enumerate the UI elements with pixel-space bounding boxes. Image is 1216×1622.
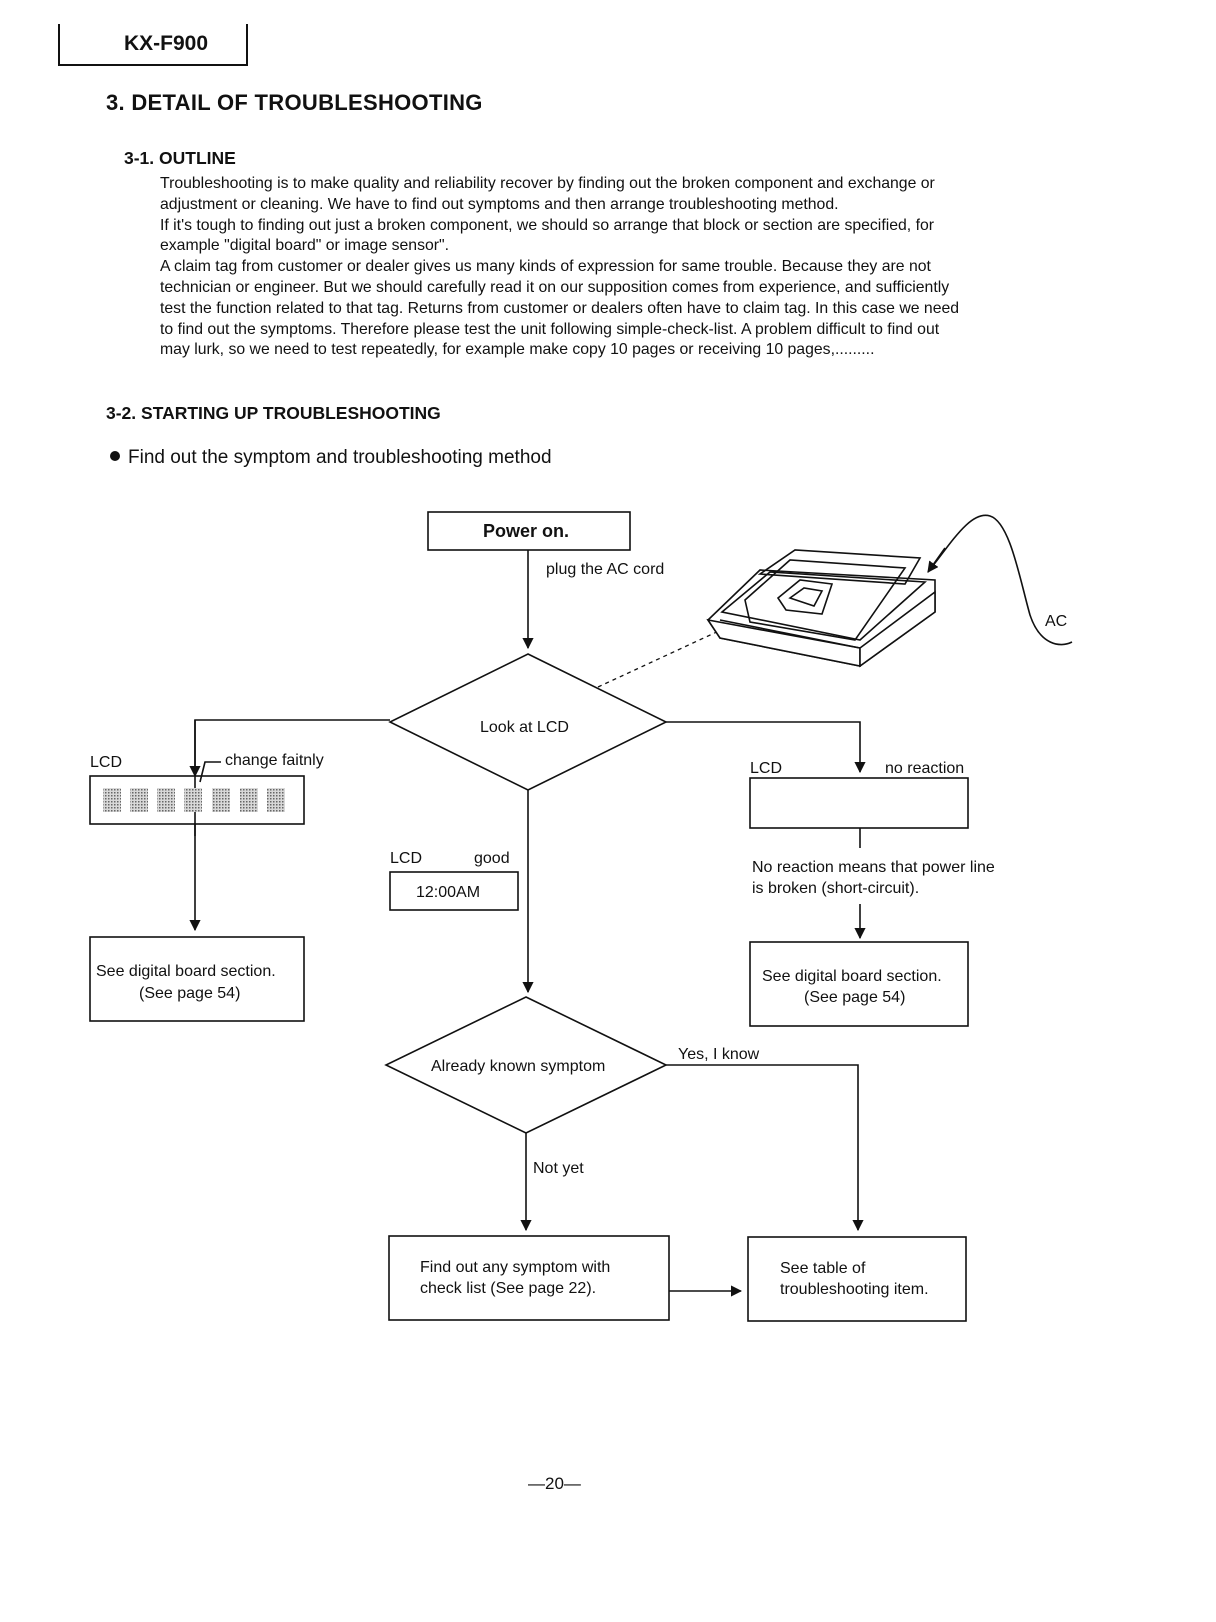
right-lcd-display bbox=[749, 777, 969, 829]
middle-lcd-value: 12:00AM bbox=[416, 884, 480, 901]
not-yet-label: Not yet bbox=[533, 1160, 584, 1177]
model-number: KX-F900 bbox=[124, 32, 209, 55]
right-note-line1: No reaction means that power line bbox=[752, 859, 995, 876]
startup-bullet: Find out the symptom and troubleshooting… bbox=[110, 447, 552, 469]
left-result-line2: (See page 54) bbox=[139, 985, 240, 1002]
right-lcd-label: LCD bbox=[750, 760, 782, 777]
look-lcd-label: Look at LCD bbox=[480, 719, 569, 736]
yes-know-label: Yes, I know bbox=[678, 1046, 760, 1063]
startup-heading: 3-2. STARTING UP TROUBLESHOOTING bbox=[106, 403, 441, 423]
left-result-box bbox=[89, 936, 305, 1022]
power-on-label: Power on. bbox=[483, 521, 569, 541]
ac-cord bbox=[927, 514, 1073, 646]
no-reaction-label: no reaction bbox=[885, 760, 964, 777]
right-branch-line bbox=[666, 721, 866, 774]
outline-line: to find out the symptoms. Therefore plea… bbox=[160, 320, 940, 338]
plug-ac-label: plug the AC cord bbox=[546, 561, 664, 578]
left-lcd-display bbox=[89, 775, 305, 825]
middle-lcd-label: LCD bbox=[390, 850, 422, 867]
change-faintly-label: change faitnly bbox=[225, 752, 324, 769]
right-note-line2: is broken (short-circuit). bbox=[752, 880, 919, 897]
find-symptom-line1: Find out any symptom with bbox=[420, 1259, 610, 1276]
model-header-box: KX-F900 bbox=[58, 24, 248, 66]
ac-cord-arrow bbox=[927, 547, 946, 573]
outline-heading: 3-1. OUTLINE bbox=[124, 148, 236, 168]
see-table-box bbox=[747, 1236, 967, 1322]
ac-label: AC bbox=[1045, 613, 1067, 630]
outline-line: If it's tough to finding out just a brok… bbox=[160, 216, 935, 234]
yes-branch-line bbox=[666, 1064, 864, 1232]
outline-body: Troubleshooting is to make quality and r… bbox=[160, 174, 1050, 361]
find-symptom-line2: check list (See page 22). bbox=[420, 1280, 596, 1297]
known-symptom-label: Already known symptom bbox=[431, 1058, 605, 1075]
right-result-line2: (See page 54) bbox=[804, 989, 905, 1006]
page-number: —20— bbox=[528, 1474, 581, 1493]
outline-line: Troubleshooting is to make quality and r… bbox=[160, 175, 935, 192]
outline-line: example "digital board" or image sensor"… bbox=[160, 237, 450, 255]
right-result-line1: See digital board section. bbox=[762, 968, 942, 985]
outline-line: A claim tag from customer or dealer give… bbox=[160, 258, 931, 276]
outline-line: test the function related to that tag. R… bbox=[160, 299, 960, 317]
section-title: 3. DETAIL OF TROUBLESHOOTING bbox=[106, 90, 483, 115]
faint-pointer bbox=[199, 761, 221, 783]
left-lcd-label: LCD bbox=[90, 754, 122, 771]
right-result-box bbox=[749, 941, 969, 1027]
lcd-faint-segments bbox=[103, 788, 285, 812]
middle-lcd-display bbox=[389, 871, 519, 911]
power-on-box bbox=[427, 511, 631, 551]
middle-good-label: good bbox=[474, 850, 510, 867]
see-table-line1: See table of bbox=[780, 1260, 866, 1277]
bullet-icon bbox=[110, 450, 120, 461]
left-result-line1: See digital board section. bbox=[96, 963, 276, 980]
bullet-text: Find out the symptom and troubleshooting… bbox=[128, 447, 552, 468]
outline-line: may lurk, so we need to test repeatedly,… bbox=[160, 341, 875, 359]
outline-line: technician or engineer. But we should ca… bbox=[160, 278, 950, 296]
see-table-line2: troubleshooting item. bbox=[780, 1281, 929, 1298]
left-branch-line bbox=[194, 719, 390, 836]
outline-line: adjustment or cleaning. We have to find … bbox=[160, 195, 839, 213]
fax-machine-icon bbox=[706, 549, 936, 668]
find-symptom-box bbox=[388, 1235, 670, 1321]
